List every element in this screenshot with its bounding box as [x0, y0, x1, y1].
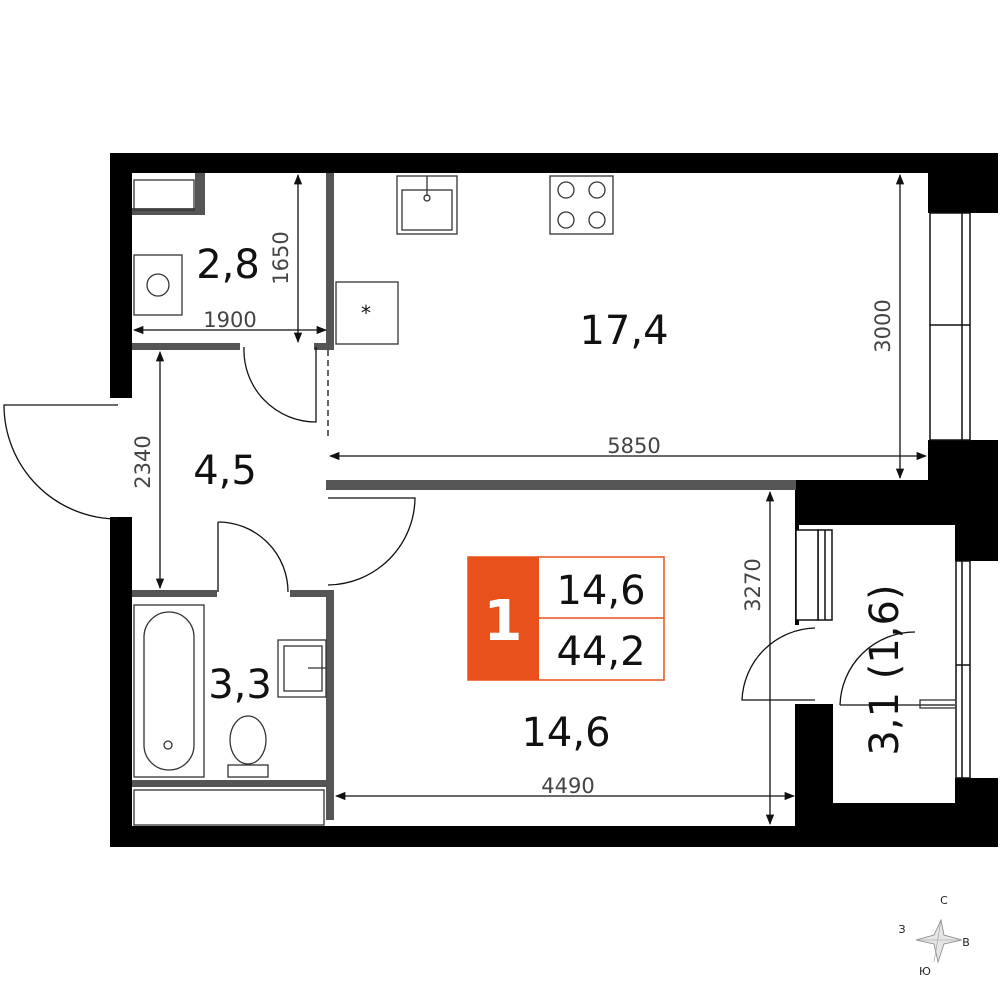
room-label-bathroom: 3,3	[208, 662, 272, 708]
fridge-symbol: *	[361, 301, 371, 325]
room-label-bedroom: 14,6	[521, 710, 610, 756]
dimension-lines	[132, 173, 928, 826]
room-label-hall: 4,5	[193, 448, 257, 494]
compass-west: З	[898, 923, 905, 936]
compass-icon: С В Ю З	[898, 894, 969, 978]
dim-storage-height: 1650	[269, 231, 293, 284]
dim-bedroom-height: 3270	[741, 558, 765, 611]
fixtures	[133, 175, 957, 826]
room-label-kitchen-living: 17,4	[579, 308, 668, 354]
partitions	[132, 173, 796, 820]
dim-kitchen-width: 5850	[607, 434, 660, 458]
doors	[3, 346, 955, 706]
badge-rooms-count: 1	[484, 589, 523, 654]
exterior-walls	[110, 153, 998, 847]
dim-kitchen-height: 3000	[871, 299, 895, 352]
room-label-storage: 2,8	[196, 242, 260, 288]
room-label-balcony: 3,1 (1,6)	[862, 584, 908, 755]
windows	[795, 212, 971, 779]
badge-total-area: 44,2	[556, 629, 645, 675]
dim-bedroom-width: 4490	[541, 774, 594, 798]
compass-south: Ю	[919, 965, 931, 978]
dim-storage-width: 1900	[203, 308, 256, 332]
badge-accent	[468, 557, 539, 680]
badge-living-area: 14,6	[556, 568, 645, 614]
dim-hall-height: 2340	[131, 435, 155, 488]
compass-north: С	[940, 894, 948, 907]
area-badge: 1 14,6 44,2	[467, 556, 665, 681]
compass-east: В	[962, 936, 970, 949]
